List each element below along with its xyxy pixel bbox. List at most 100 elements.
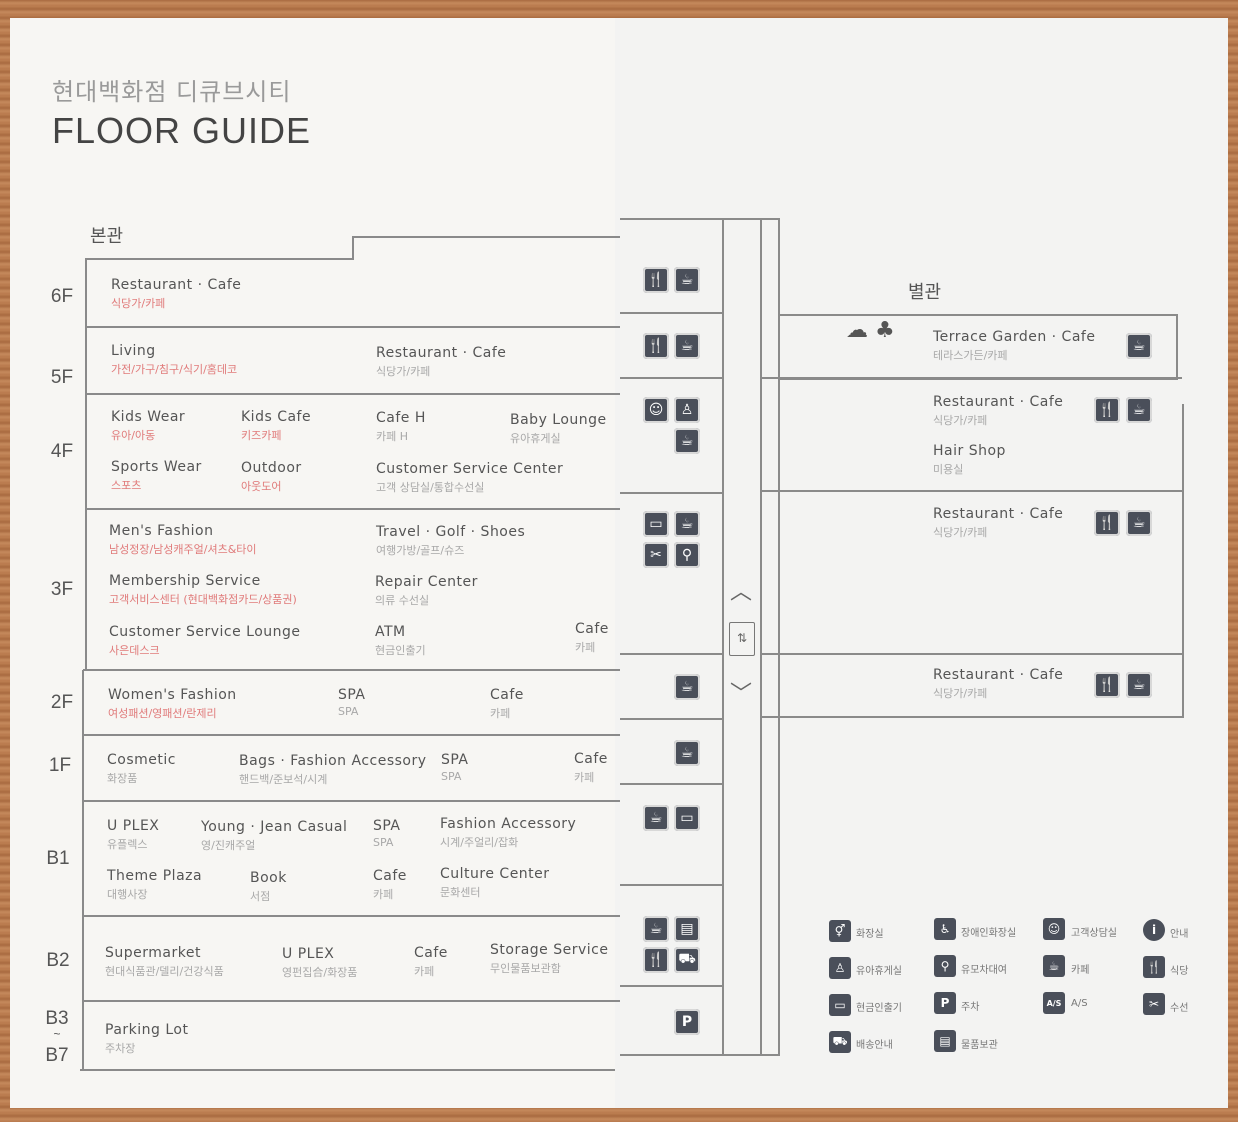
chevron-up-icon: ︿ (730, 580, 753, 605)
legend-label: 카페 (1071, 965, 1090, 976)
legend-label: 물품보관 (961, 1040, 998, 1051)
legend-label: 안내 (1170, 929, 1189, 940)
core-div-7 (620, 884, 724, 886)
annex-div-1 (760, 377, 1182, 379)
cafe-icon: ☕ (674, 428, 700, 454)
delivery-icon: ⛟ (829, 1031, 851, 1053)
restroom-icon: ⚥ (829, 920, 851, 942)
floor-label-range: ~ (53, 1027, 61, 1041)
annex-building-label: 별관 (908, 282, 942, 303)
cafe-icon: ☕ (1043, 955, 1065, 977)
annex-div-3 (760, 653, 1184, 655)
cafe-icon: ☕ (643, 916, 669, 942)
cafe-icon: ☕ (1126, 510, 1152, 536)
divider-5f-4f (85, 393, 620, 395)
annex-terrace-outline (780, 314, 1178, 380)
legend-label: 유모차대여 (961, 965, 1007, 976)
core-elevator-right (760, 218, 762, 1054)
locker-icon: ▤ (674, 916, 700, 942)
core-div-3 (620, 492, 724, 494)
restaurant-icon: 🍴 (1094, 510, 1120, 536)
floor-label-b1: B1 (46, 848, 70, 869)
legend-label: 현금인출기 (856, 1003, 902, 1014)
divider-4f-3f (85, 508, 620, 510)
cafe-icon: ☕ (1126, 333, 1152, 359)
cafe-icon: ☕ (643, 805, 669, 831)
baby-lounge-icon: ♙ (829, 957, 851, 979)
floor-label-b2: B2 (46, 950, 70, 971)
restaurant-icon: 🍴 (1094, 397, 1120, 423)
cafe-icon: ☕ (674, 511, 700, 537)
core-div-2 (620, 377, 724, 379)
core-lower-right (778, 718, 780, 1054)
cafe-icon: ☕ (674, 267, 700, 293)
cafe-icon: ☕ (1126, 672, 1152, 698)
divider-2f-1f (82, 734, 620, 736)
annex-outline-right (1182, 404, 1184, 718)
main-building-label: 본관 (90, 226, 124, 247)
restaurant-icon: 🍴 (643, 267, 669, 293)
core-div-4 (620, 653, 724, 655)
divider-6f-5f (85, 326, 620, 328)
cafe-icon: ☕ (674, 333, 700, 359)
floor-label-1f: 1F (48, 755, 72, 776)
cafe-icon: ☕ (674, 740, 700, 766)
floor-guide-paper-right (615, 18, 1228, 1108)
legend-label: 주차 (961, 1002, 980, 1013)
stroller-icon: ⚲ (674, 542, 700, 568)
divider-b2-b3 (82, 1000, 620, 1002)
cafe-icon: ☕ (674, 674, 700, 700)
legend-label: 식당 (1170, 966, 1189, 977)
main-outline-top-6f (85, 258, 353, 260)
legend-label: 고객상담실 (1071, 928, 1117, 939)
customer-consult-icon: ☺ (1043, 918, 1065, 940)
repair-icon: ✂ (1143, 993, 1165, 1015)
legend-label: 유아휴게실 (856, 966, 902, 977)
legend-label: 배송안내 (856, 1040, 893, 1051)
legend-label: 장애인화장실 (961, 928, 1017, 939)
divider-3f-2f (83, 669, 620, 671)
restaurant-icon: 🍴 (643, 333, 669, 359)
main-outline-left-upper (85, 258, 87, 670)
chevron-down-icon: ﹀ (730, 682, 753, 707)
atm-icon: ▭ (674, 805, 700, 831)
main-outline-bottom (80, 1069, 615, 1071)
restaurant-icon: 🍴 (643, 947, 669, 973)
delivery-icon: ⛟ (674, 947, 700, 973)
accessible-restroom-icon: ♿ (934, 918, 956, 940)
floor-label-2f: 2F (50, 692, 74, 713)
elevator-icon: ⇅ (729, 622, 755, 656)
baby-lounge-icon: ♙ (674, 397, 700, 423)
legend-label: 화장실 (856, 929, 884, 940)
main-outline-left-lower (82, 670, 84, 1070)
